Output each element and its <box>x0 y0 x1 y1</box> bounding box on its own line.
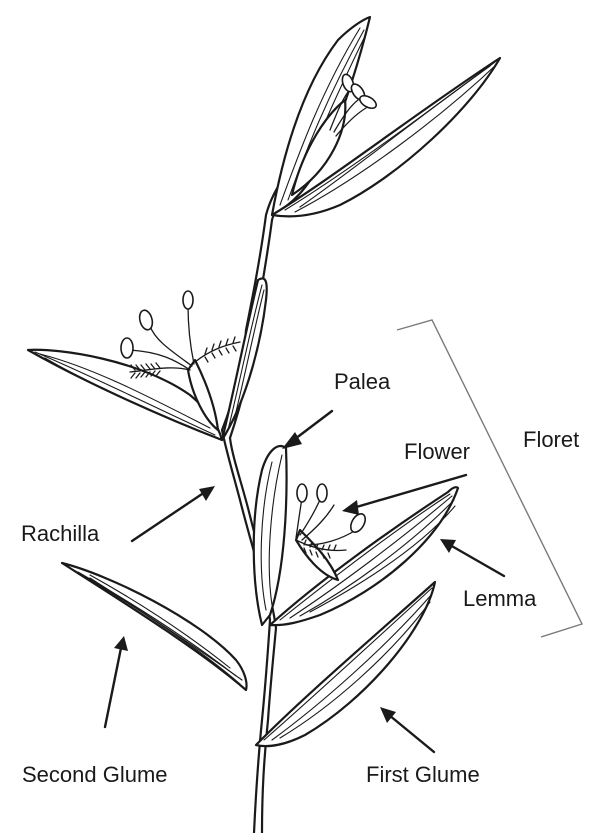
first-glume-arrow <box>380 707 434 752</box>
palea-arrow <box>282 411 332 449</box>
second-glume-arrow <box>105 636 128 727</box>
middle-floret <box>28 278 267 440</box>
lemma-arrow <box>440 539 504 576</box>
rachilla-arrow <box>132 486 215 541</box>
second-glume <box>62 563 247 690</box>
floret-label: Floret <box>523 427 579 452</box>
lemma-label: Lemma <box>463 586 537 611</box>
first-glume-label: First Glume <box>366 762 480 787</box>
palea-label: Palea <box>334 369 391 394</box>
flower-label: Flower <box>404 439 470 464</box>
first-glume <box>256 582 435 746</box>
top-floret <box>272 17 500 216</box>
rachilla-label: Rachilla <box>21 521 100 546</box>
second-glume-label: Second Glume <box>22 762 168 787</box>
